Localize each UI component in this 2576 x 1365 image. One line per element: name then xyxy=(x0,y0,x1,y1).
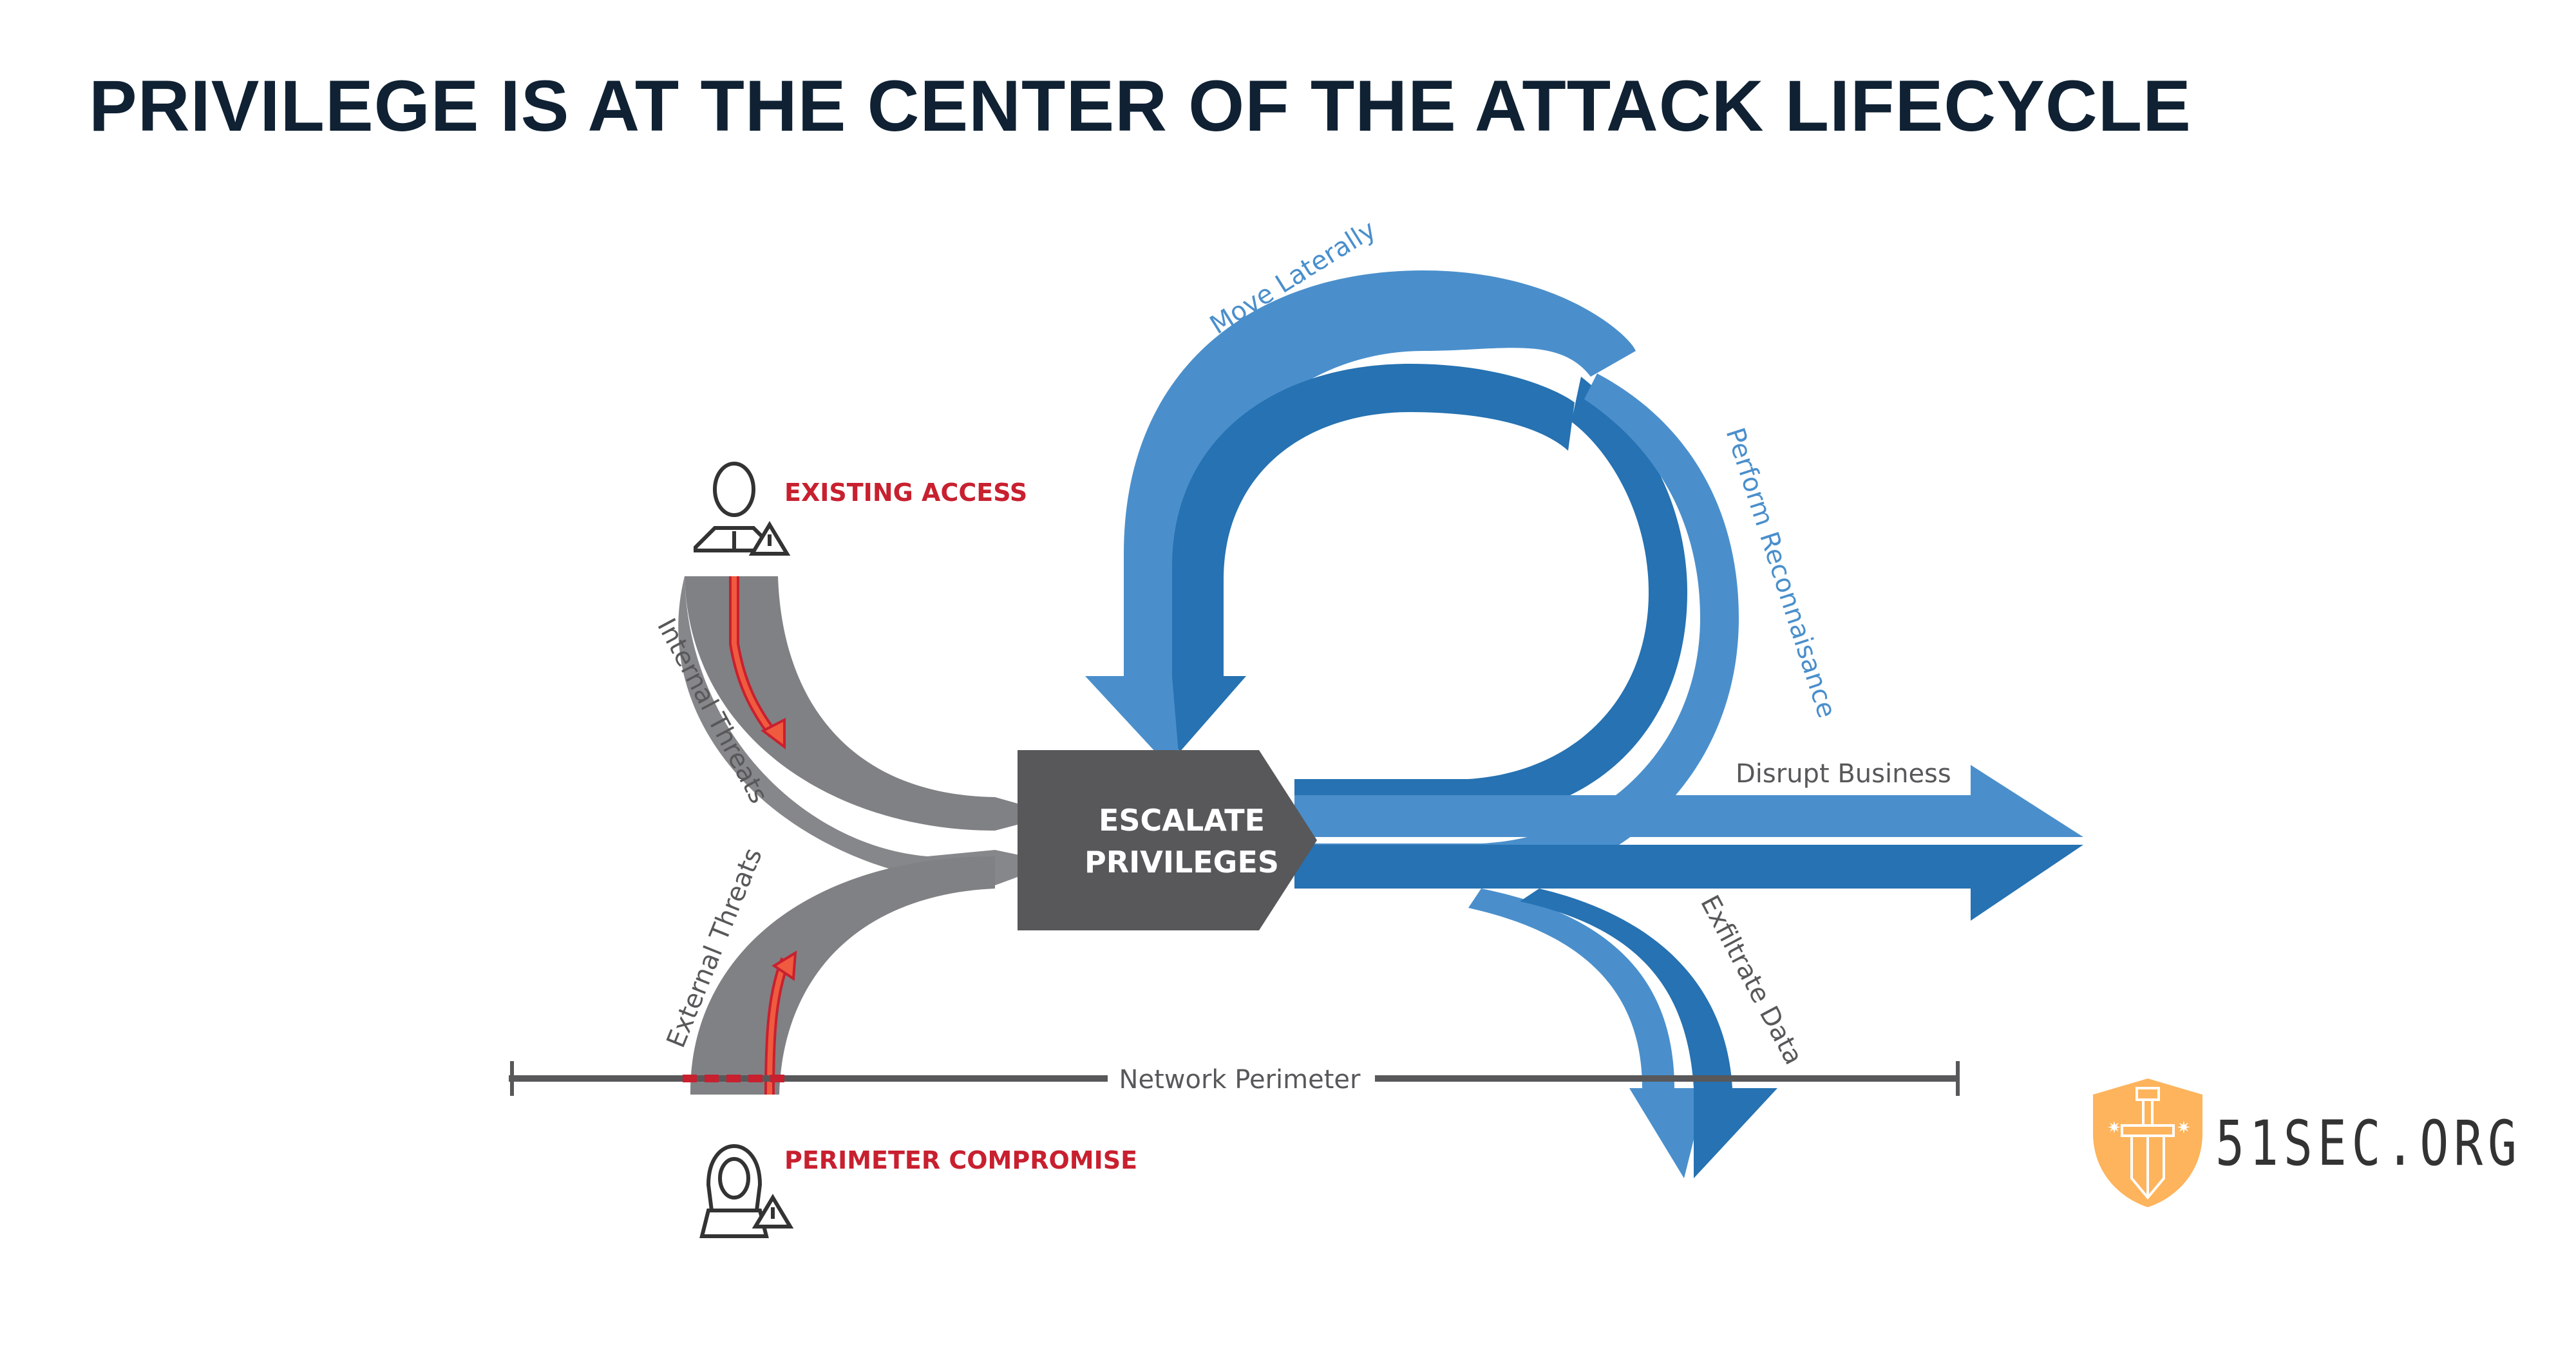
perimeter-compromise-label: PERIMETER COMPROMISE xyxy=(784,1146,1137,1174)
escalate-privileges-node xyxy=(1018,750,1317,930)
exfiltrate-data-arrow xyxy=(1468,889,1777,1178)
external-threats-path xyxy=(690,856,995,1095)
hooded-hacker-warning-icon xyxy=(699,1144,794,1238)
escalate-line1: ESCALATE xyxy=(1099,803,1265,838)
logo-text: 51SEC.ORG xyxy=(2215,1107,2522,1180)
escalate-line2: PRIVILEGES xyxy=(1084,845,1279,880)
network-perimeter-label: Network Perimeter xyxy=(1119,1065,1361,1095)
inner-loop-arc xyxy=(1172,364,1687,818)
red-up-arrow-icon xyxy=(772,950,797,981)
shield-sword-icon: ✷ ✷ xyxy=(2093,1078,2202,1207)
red-down-arrow-icon xyxy=(761,717,786,750)
perform-recon-label: Perform Reconnaisance xyxy=(1719,424,1841,722)
page-title: PRIVILEGE IS AT THE CENTER OF THE ATTACK… xyxy=(89,66,2192,146)
network-perimeter-line xyxy=(509,1061,1960,1096)
disrupt-business-arrow xyxy=(1294,765,2083,921)
disrupt-business-label: Disrupt Business xyxy=(1736,759,1951,789)
existing-access-label: EXISTING ACCESS xyxy=(784,478,1027,507)
businessman-warning-icon xyxy=(694,462,791,556)
move-laterally-arc xyxy=(1085,270,1636,763)
internal-threats-path xyxy=(678,576,1056,885)
svg-text:✷: ✷ xyxy=(2177,1118,2191,1137)
svg-text:✷: ✷ xyxy=(2107,1118,2121,1137)
